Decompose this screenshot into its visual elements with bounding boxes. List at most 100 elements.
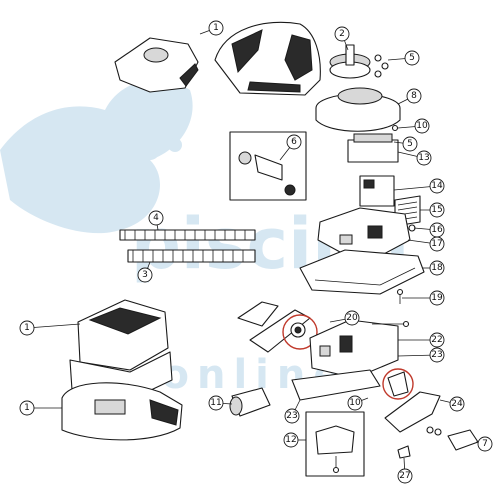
callout-number: 24 bbox=[451, 399, 463, 409]
callout-c24: 24 bbox=[439, 396, 465, 412]
callout-number: 19 bbox=[431, 293, 443, 303]
callout-circle bbox=[347, 395, 363, 411]
callout-number: 27 bbox=[399, 471, 410, 481]
callout-c6: 6 bbox=[279, 134, 302, 161]
callout-number: 8 bbox=[411, 91, 417, 101]
callout-circle bbox=[449, 396, 465, 412]
callout-c23b: 23 bbox=[284, 399, 301, 424]
callout-circle bbox=[429, 290, 445, 306]
callout-circle bbox=[148, 210, 164, 226]
callout-c8: 8 bbox=[397, 88, 422, 105]
callout-c1c: 1 bbox=[19, 400, 62, 416]
callout-circle bbox=[429, 332, 445, 348]
callout-number: 10 bbox=[349, 398, 361, 408]
callout-number: 12 bbox=[285, 435, 296, 445]
callout-number: 1 bbox=[213, 23, 219, 33]
callout-number: 11 bbox=[210, 398, 221, 408]
callout-c11: 11 bbox=[208, 395, 233, 411]
callout-c3: 3 bbox=[137, 261, 153, 283]
callout-number: 1 bbox=[24, 323, 30, 333]
top-cover-part bbox=[114, 37, 199, 93]
callout-number: 6 bbox=[291, 137, 297, 147]
callout-circle bbox=[414, 118, 430, 134]
chassis-part bbox=[317, 207, 416, 257]
callout-circle bbox=[208, 20, 224, 36]
gear-assembly-part bbox=[329, 44, 389, 79]
detail-box-12 bbox=[305, 411, 365, 477]
callout-circle bbox=[416, 150, 432, 166]
top-hood-part bbox=[214, 21, 321, 96]
highlight-circle-right bbox=[382, 368, 414, 400]
callout-c16: 16 bbox=[413, 222, 445, 238]
callout-c20: 20 bbox=[329, 310, 360, 326]
callout-number: 10 bbox=[416, 121, 428, 131]
callout-c19: 19 bbox=[402, 290, 445, 306]
block-part bbox=[359, 175, 395, 207]
callout-circle bbox=[334, 26, 350, 42]
cleaner-assembly-part bbox=[61, 299, 183, 441]
callout-c13: 13 bbox=[397, 150, 432, 166]
callout-circle bbox=[208, 395, 224, 411]
callout-circle bbox=[429, 202, 445, 218]
callout-leader bbox=[26, 323, 81, 329]
callout-circle bbox=[344, 310, 360, 326]
screw-part bbox=[396, 288, 404, 304]
callout-number: 23 bbox=[431, 350, 442, 360]
callout-circle bbox=[429, 347, 445, 363]
callout-number: 17 bbox=[431, 239, 442, 249]
callout-circle bbox=[137, 267, 153, 283]
pump-housing-part bbox=[315, 87, 401, 132]
side-panel-right-part bbox=[384, 391, 442, 436]
callout-c2: 2 bbox=[334, 26, 350, 51]
gear-pinion-part bbox=[290, 322, 306, 338]
callout-c14: 14 bbox=[393, 178, 445, 194]
callout-circle bbox=[429, 260, 445, 276]
callout-circle bbox=[19, 320, 35, 336]
callout-number: 23 bbox=[286, 411, 297, 421]
callout-circle bbox=[477, 436, 493, 452]
cap-part bbox=[447, 429, 479, 451]
callout-circle bbox=[429, 236, 445, 252]
callout-number: 15 bbox=[431, 205, 442, 215]
callout-number: 18 bbox=[431, 263, 443, 273]
callout-c27: 27 bbox=[397, 457, 413, 484]
callout-circle bbox=[402, 136, 418, 152]
axle-part bbox=[372, 320, 410, 328]
callout-circle bbox=[286, 134, 302, 150]
highlight-circle-left bbox=[282, 314, 318, 350]
latch-part bbox=[387, 371, 409, 397]
callout-circle bbox=[404, 50, 420, 66]
callout-circle bbox=[397, 468, 413, 484]
track-part bbox=[291, 369, 381, 401]
callout-circle bbox=[406, 88, 422, 104]
callout-circle bbox=[283, 432, 299, 448]
callout-number: 22 bbox=[431, 335, 442, 345]
callout-number: 2 bbox=[339, 29, 345, 39]
callout-circle bbox=[19, 400, 35, 416]
callout-number: 16 bbox=[431, 225, 443, 235]
callout-c10b: 10 bbox=[347, 395, 369, 411]
callout-c4: 4 bbox=[148, 210, 164, 231]
callout-number: 13 bbox=[418, 153, 429, 163]
callout-c10a: 10 bbox=[397, 118, 430, 134]
callout-c23a: 23 bbox=[397, 347, 445, 363]
callout-c1b: 1 bbox=[19, 320, 81, 336]
watermark: piscina online bbox=[0, 79, 409, 398]
callout-number: 1 bbox=[24, 403, 30, 413]
drive-frame-part bbox=[309, 319, 399, 379]
callout-number: 20 bbox=[346, 313, 358, 323]
callout-c5a: 5 bbox=[387, 50, 420, 66]
callout-c12: 12 bbox=[283, 432, 306, 448]
callout-number: 7 bbox=[482, 439, 488, 449]
callout-number: 3 bbox=[142, 270, 148, 280]
callout-c5b: 5 bbox=[393, 136, 418, 152]
callout-circle bbox=[429, 178, 445, 194]
small-clip-part bbox=[397, 445, 411, 459]
callout-c18: 18 bbox=[422, 260, 445, 276]
callout-number: 4 bbox=[153, 213, 159, 223]
callout-c7: 7 bbox=[475, 436, 493, 452]
callout-number: 5 bbox=[407, 139, 413, 149]
callout-c17: 17 bbox=[407, 236, 445, 252]
callout-c22: 22 bbox=[398, 332, 445, 348]
